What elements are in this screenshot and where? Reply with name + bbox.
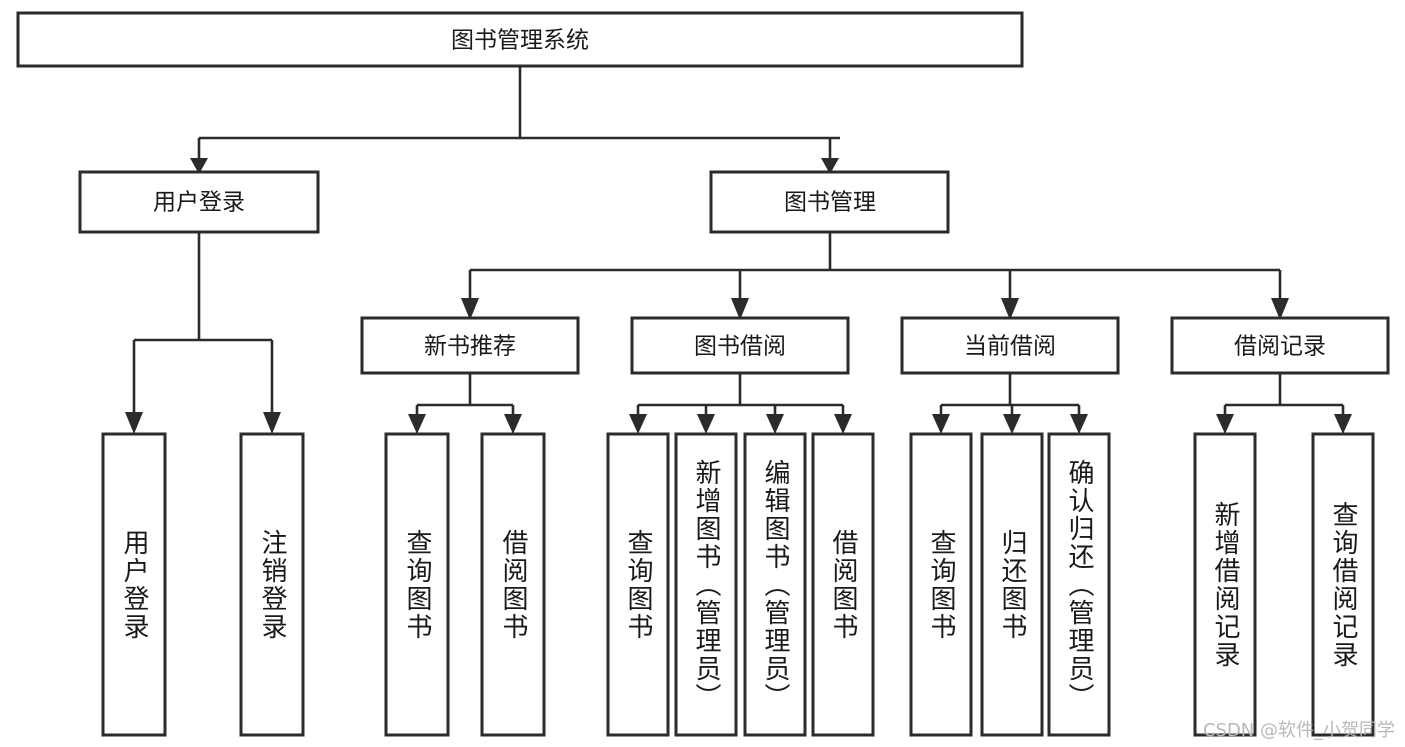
leaf-node-add-book-admin[interactable]: 新增图书（管理员） <box>674 432 738 737</box>
leaf-box-query-borrow-record[interactable] <box>1311 432 1375 737</box>
connector-book-borrowing-to-leaves <box>629 373 852 434</box>
arrow-to-borrowing-records <box>1271 298 1289 320</box>
leaf-box-logout[interactable] <box>239 432 305 737</box>
leaf-node-user-login[interactable]: 用户登录 <box>101 432 167 737</box>
leaf-label-add-borrow-record: 新增借阅记录 <box>1210 500 1241 669</box>
leaf-label-user-login: 用户登录 <box>119 528 150 641</box>
leaf-node-query-borrow-record[interactable]: 查询借阅记录 <box>1311 432 1375 737</box>
node-new-book-recommendation[interactable]: 新书推荐 <box>360 316 580 375</box>
arrow-leaf-c3 <box>1070 414 1088 434</box>
leaf-box-confirm-return-admin[interactable] <box>1047 432 1111 737</box>
leaf-label-query-books-borrow: 查询图书 <box>623 528 654 641</box>
node-book-management-label: 图书管理 <box>784 190 876 216</box>
leaf-label-logout: 注销登录 <box>257 528 288 641</box>
leaf-node-add-borrow-record[interactable]: 新增借阅记录 <box>1193 432 1257 737</box>
arrow-to-book-borrowing <box>731 298 749 320</box>
leaf-label-query-books-rec: 查询图书 <box>402 528 433 641</box>
node-borrowing-records[interactable]: 借阅记录 <box>1170 316 1390 375</box>
node-borrowing-records-box[interactable] <box>1170 316 1390 375</box>
node-new-book-recommendation-box[interactable] <box>360 316 580 375</box>
node-book-borrowing-box[interactable] <box>630 316 850 375</box>
leaf-box-query-books-borrow[interactable] <box>606 432 670 737</box>
arrow-leaf-d1 <box>1216 414 1234 434</box>
leaf-box-query-books-rec[interactable] <box>384 432 450 737</box>
connector-borrowing-records-to-leaves <box>1216 373 1352 434</box>
leaf-node-edit-book-admin[interactable]: 编辑图书（管理员） <box>743 432 807 737</box>
connector-book-management-to-level3 <box>461 232 1289 320</box>
leaf-node-confirm-return-admin[interactable]: 确认归还（管理员） <box>1047 432 1111 737</box>
arrow-to-leaf-logout <box>263 412 281 434</box>
arrow-to-current-borrowing <box>1001 298 1019 320</box>
connector-new-book-recommendation-to-leaves <box>408 373 522 434</box>
leaf-box-add-book-admin[interactable] <box>674 432 738 737</box>
arrow-leaf-b2 <box>697 414 715 434</box>
arrow-leaf-d2 <box>1334 414 1352 434</box>
arrow-leaf-c1 <box>932 414 950 434</box>
leaf-label-borrow-books-rec: 借阅图书 <box>498 528 529 641</box>
node-book-management[interactable]: 图书管理 <box>709 170 950 234</box>
leaf-node-borrow-books[interactable]: 借阅图书 <box>811 432 875 737</box>
node-root-label: 图书管理系统 <box>451 28 589 54</box>
leaf-node-borrow-books-rec[interactable]: 借阅图书 <box>480 432 546 737</box>
arrow-leaf-b3 <box>766 414 784 434</box>
node-user-login[interactable]: 用户登录 <box>78 170 320 234</box>
node-new-book-recommendation-label: 新书推荐 <box>424 334 516 360</box>
leaf-box-return-books[interactable] <box>980 432 1044 737</box>
leaf-nodes-layer: 用户登录 注销登录 查询图书 <box>101 432 1375 737</box>
leaf-box-query-books-current[interactable] <box>909 432 973 737</box>
node-root[interactable]: 图书管理系统 <box>16 11 1024 68</box>
leaf-label-borrow-books: 借阅图书 <box>828 528 859 641</box>
arrow-leaf-b4 <box>834 414 852 434</box>
leaf-box-user-login[interactable] <box>101 432 167 737</box>
leaf-label-confirm-return-admin: 确认归还（管理员） <box>1064 458 1095 711</box>
leaf-label-query-borrow-record: 查询借阅记录 <box>1328 500 1359 669</box>
leaf-box-add-borrow-record[interactable] <box>1193 432 1257 737</box>
node-book-borrowing-label: 图书借阅 <box>694 334 786 360</box>
arrow-to-book-management <box>821 158 839 174</box>
leaf-box-borrow-books-rec[interactable] <box>480 432 546 737</box>
connectors-layer <box>125 66 1352 434</box>
node-user-login-label: 用户登录 <box>153 190 245 216</box>
node-borrowing-records-label: 借阅记录 <box>1234 334 1326 360</box>
connector-current-borrowing-to-leaves <box>932 373 1088 434</box>
leaf-box-borrow-books[interactable] <box>811 432 875 737</box>
node-user-login-box[interactable] <box>78 170 320 234</box>
connector-user-login-to-leaves <box>125 232 281 434</box>
leaf-node-return-books[interactable]: 归还图书 <box>980 432 1044 737</box>
arrow-to-leaf-user-login <box>125 412 143 434</box>
leaf-node-query-books-borrow[interactable]: 查询图书 <box>606 432 670 737</box>
leaf-label-edit-book-admin: 编辑图书（管理员） <box>760 458 791 711</box>
leaf-node-logout[interactable]: 注销登录 <box>239 432 305 737</box>
node-root-box[interactable] <box>16 11 1024 68</box>
leaf-label-query-books-current: 查询图书 <box>926 528 957 641</box>
leaf-label-add-book-admin: 新增图书（管理员） <box>691 458 722 711</box>
leaf-node-query-books-rec[interactable]: 查询图书 <box>384 432 450 737</box>
node-current-borrowing[interactable]: 当前借阅 <box>900 316 1120 375</box>
arrow-to-user-login <box>190 158 208 174</box>
leaf-label-return-books: 归还图书 <box>997 528 1028 641</box>
arrow-leaf-a1 <box>408 414 426 434</box>
leaf-node-query-books-current[interactable]: 查询图书 <box>909 432 973 737</box>
node-current-borrowing-label: 当前借阅 <box>964 334 1056 360</box>
arrow-leaf-a2 <box>504 414 522 434</box>
node-book-borrowing[interactable]: 图书借阅 <box>630 316 850 375</box>
arrow-to-new-book-recommendation <box>461 298 479 320</box>
leaf-box-edit-book-admin[interactable] <box>743 432 807 737</box>
arrow-leaf-c2 <box>1003 414 1021 434</box>
node-current-borrowing-box[interactable] <box>900 316 1120 375</box>
node-book-management-box[interactable] <box>709 170 950 234</box>
connector-root-to-level2 <box>190 66 840 174</box>
arrow-leaf-b1 <box>629 414 647 434</box>
